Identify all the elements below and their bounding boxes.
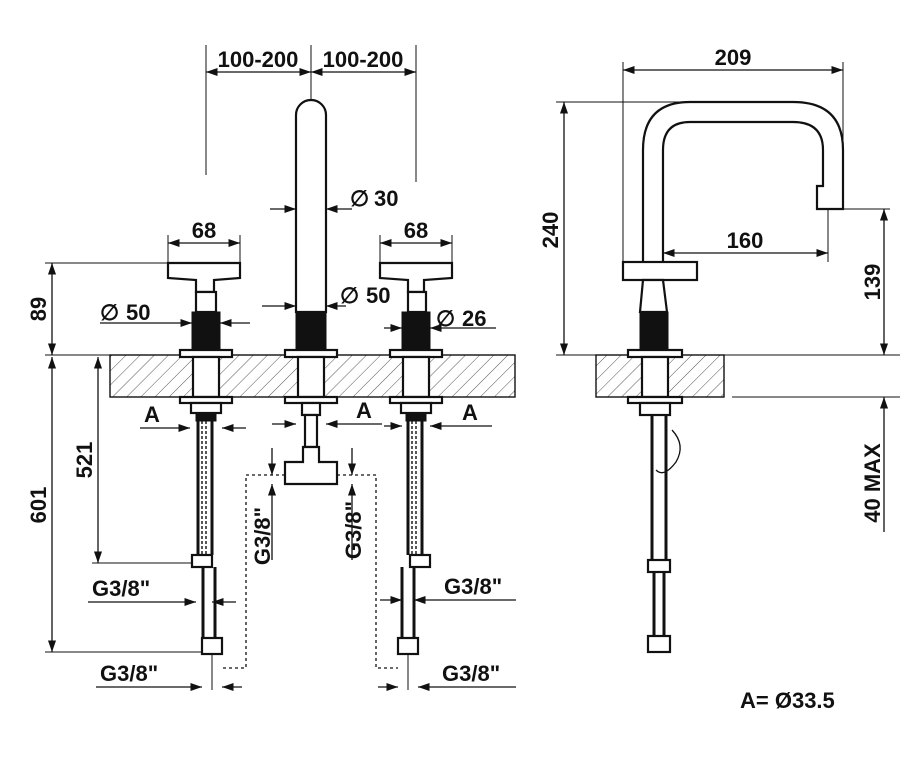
hole-a-right-label: A [462, 400, 478, 425]
left-cross-handle [166, 261, 242, 294]
side-body [639, 311, 669, 351]
side-shank [640, 355, 670, 399]
left-handle-assembly [166, 261, 242, 690]
side-nut [638, 401, 672, 417]
spout-assembly [222, 98, 398, 669]
handle-height-label: 89 [26, 297, 51, 321]
left-hose-fitting-top [190, 553, 214, 569]
spout-tube [294, 98, 328, 314]
left-nut [189, 401, 223, 415]
left-handle-neck [194, 290, 218, 314]
right-handle-neck [406, 290, 428, 314]
left-shank [191, 355, 221, 399]
thread-right-upper-label: G3/8" [444, 574, 502, 599]
spout-projection-label: 160 [727, 228, 764, 253]
right-valve-end [405, 412, 427, 422]
side-handle [621, 260, 699, 282]
side-view: 209 160 240 139 40 MAX [538, 45, 900, 654]
thread-left-lower-label: G3/8" [100, 661, 158, 686]
spout-base-diameter-label: 50 [366, 283, 390, 308]
spout-base-body [295, 311, 327, 351]
hose-total-length-label: 601 [26, 487, 51, 524]
thread-right-lower-label: G3/8" [442, 661, 500, 686]
right-handle-assembly [378, 261, 454, 690]
side-hose [650, 415, 668, 560]
left-handle-body [191, 311, 221, 351]
stem-diameter-symbol: ∅ [436, 306, 455, 331]
spout-shank [296, 355, 326, 399]
thread-left-upper-label: G3/8" [92, 576, 150, 601]
handle-base-diameter-symbol: ∅ [100, 300, 119, 325]
right-hose-braid [411, 421, 417, 555]
spout-nut [300, 401, 322, 417]
hole-a-left-label: A [144, 402, 160, 427]
spout-connector [303, 413, 319, 449]
spout-base-diameter-symbol: ∅ [340, 283, 359, 308]
spout-hose-route-right [337, 474, 398, 669]
right-hose-fitting-bottom [396, 636, 420, 656]
handle-base-diameter-label: 50 [126, 300, 150, 325]
thread-spout-left-label: G3/8" [250, 507, 275, 565]
spacing-right-label: 100-200 [323, 47, 404, 72]
right-cross-handle [378, 261, 454, 294]
right-shank [401, 355, 431, 399]
spout-reach-label: 209 [715, 45, 752, 70]
right-nut [399, 401, 433, 415]
left-hose-outer [196, 421, 214, 555]
left-hose-fitting-bottom [200, 636, 224, 656]
hole-a-center-label: A [356, 398, 372, 423]
right-handle-width-label: 68 [404, 218, 428, 243]
spout-tee-fitting [283, 445, 339, 486]
side-hose-fitting-bottom [646, 634, 672, 654]
spout-diameter-label: 30 [374, 186, 398, 211]
spout-diameter-symbol: ∅ [350, 186, 369, 211]
left-hose-braid [201, 421, 207, 555]
left-handle-width-label: 68 [192, 218, 216, 243]
hole-diameter-note: A= Ø33.5 [740, 688, 835, 713]
right-hose-outer [406, 421, 424, 555]
side-hose-loop [655, 429, 681, 474]
side-gooseneck-spout [641, 100, 845, 262]
spout-hose-route-left [222, 474, 285, 669]
hose-length-label: 521 [72, 442, 97, 479]
side-hose-lower [652, 572, 666, 636]
spacing-left-label: 100-200 [218, 47, 299, 72]
right-handle-body [401, 311, 431, 351]
outlet-height-label: 139 [860, 264, 885, 301]
thread-spout-right-label: G3/8" [341, 501, 366, 559]
total-height-label: 240 [538, 212, 563, 249]
stem-diameter-label: 26 [462, 306, 486, 331]
front-view: 100-200 100-200 ∅ 30 ∅ 50 68 68 ∅ 50 ∅ 2… [26, 45, 516, 692]
side-body-taper [638, 278, 669, 314]
deck-thickness-label: 40 MAX [860, 443, 885, 523]
right-hose-lower [400, 567, 416, 638]
left-valve-end [195, 412, 217, 422]
side-hose-fitting-top [646, 558, 672, 574]
right-hose-fitting-top [408, 553, 432, 569]
